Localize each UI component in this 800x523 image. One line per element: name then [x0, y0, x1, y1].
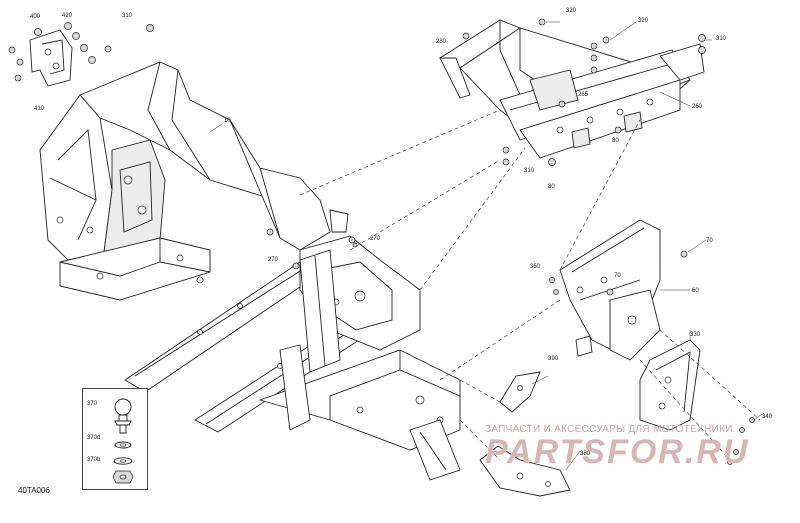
callout-labels: 10 60 70 70 80 80 260 265 270 270 280 31… — [30, 8, 773, 457]
callout-70b: 70 — [614, 273, 621, 279]
callout-410: 410 — [34, 106, 45, 112]
inset-canvas: 370 370d 370b — [87, 398, 134, 484]
callout-leaders — [209, 21, 763, 471]
callout-370: 370 — [87, 401, 98, 407]
callout-390: 390 — [548, 356, 559, 362]
callout-310a: 310 — [122, 13, 133, 19]
callout-270b: 270 — [268, 257, 279, 263]
nut-icon — [112, 470, 134, 484]
figure-code: 40TA006 — [18, 486, 50, 495]
callout-320a: 320 — [566, 8, 577, 14]
callout-80b: 80 — [548, 184, 555, 190]
callout-420: 420 — [62, 13, 73, 19]
callout-80a: 80 — [612, 138, 619, 144]
callout-380: 380 — [580, 451, 591, 457]
bracket-380 — [479, 445, 571, 497]
main-frame — [39, 61, 461, 481]
rear-subframe — [439, 18, 706, 166]
callout-280: 280 — [436, 39, 447, 45]
callout-310b: 310 — [716, 36, 727, 42]
hitch-ball-icon — [114, 398, 132, 434]
flat-washer-icon — [113, 457, 133, 465]
plate-390 — [499, 371, 541, 413]
bracket-assembly-top-left — [8, 22, 154, 87]
lock-washer-icon — [114, 441, 132, 449]
watermark: ЗАПЧАСТИ И АКСЕССУАРЫ ДЛЯ МОТОТЕХНИКИ PA… — [485, 424, 785, 472]
callout-60: 60 — [692, 288, 699, 294]
callout-370b: 370b — [87, 457, 101, 463]
callout-370d: 370d — [87, 435, 100, 441]
watermark-logo-text: PARTSFOR.RU — [485, 433, 750, 471]
callout-270a: 270 — [370, 236, 381, 242]
callout-260: 260 — [692, 104, 703, 110]
callout-350: 350 — [530, 264, 541, 270]
callout-70a: 70 — [706, 238, 713, 244]
watermark-tagline: ЗАПЧАСТИ И АКСЕССУАРЫ ДЛЯ МОТОТЕХНИКИ — [485, 424, 733, 435]
callout-340: 340 — [762, 414, 773, 420]
callout-10: 10 — [224, 118, 231, 124]
callout-265: 265 — [578, 92, 589, 98]
callout-330: 330 — [690, 332, 701, 338]
callout-320b: 320 — [638, 18, 649, 24]
leader-lines — [299, 109, 761, 461]
callout-310c: 310 — [524, 168, 535, 174]
hitch-bracket — [549, 219, 688, 361]
hitch-ball-inset: 370 370d 370b — [82, 388, 148, 490]
callout-400: 400 — [30, 14, 41, 20]
plate-330 — [639, 339, 755, 465]
